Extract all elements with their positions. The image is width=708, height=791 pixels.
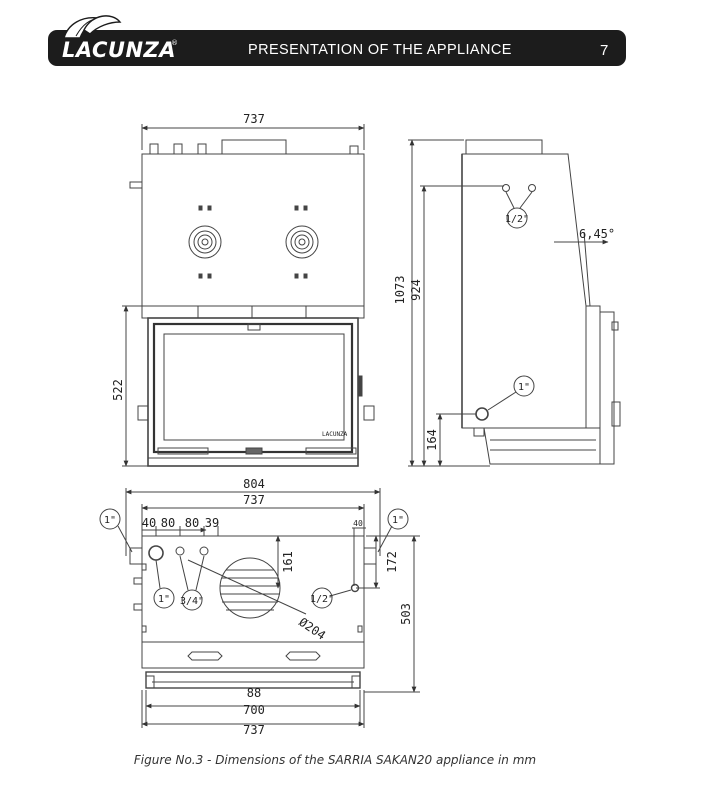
- front-view: [122, 124, 375, 467]
- connection-left-label: 1": [104, 515, 116, 526]
- side-top-connection-label: 1/2": [505, 214, 529, 225]
- header-bar: [48, 30, 626, 66]
- top-width-total-label: 804: [243, 477, 265, 491]
- pipe-1-label: 1": [158, 594, 170, 605]
- top-view: [99, 488, 420, 728]
- connection-right-label: 1": [392, 515, 404, 526]
- door-brand-mark: LACUNZA: [322, 431, 348, 438]
- side-bottom-connection-label: 1": [518, 382, 530, 393]
- leaf-logo-icon: [63, 15, 122, 39]
- dim-161-label: 161: [281, 551, 295, 573]
- dim-40-right-label: 40: [353, 519, 363, 528]
- page-number: 7: [600, 42, 609, 59]
- top-depth-label: 503: [399, 603, 413, 625]
- registered-mark: ®: [171, 39, 178, 47]
- figure-caption: Figure No.3 - Dimensions of the SARRIA S…: [133, 753, 537, 767]
- spacing-label-2: 80: [161, 516, 175, 530]
- dim-172-label: 172: [385, 551, 399, 573]
- dim-700-label: 700: [243, 703, 265, 717]
- spacing-label-4: 39: [205, 516, 219, 530]
- spacing-label-3: 80: [185, 516, 199, 530]
- front-width-label: 737: [243, 112, 265, 126]
- side-height-total-label: 1073: [393, 276, 407, 305]
- side-bottom-height-label: 164: [425, 429, 439, 451]
- brand-logo-text: LACUNZA: [62, 38, 177, 62]
- spacing-label-1: 40: [142, 516, 156, 530]
- front-height-label: 522: [111, 379, 125, 401]
- pipe-1-2-label: 1/2": [310, 594, 334, 605]
- side-angle-label: 6,45°: [579, 227, 615, 241]
- dim-737-bottom-label: 737: [243, 723, 265, 737]
- side-view: [408, 139, 621, 467]
- page-title: PRESENTATION OF THE APPLIANCE: [248, 42, 512, 58]
- side-height-inner-label: 924: [409, 279, 423, 301]
- pipe-3-4-label: 3/4": [180, 596, 204, 607]
- dim-88-label: 88: [247, 686, 261, 700]
- top-width-body-label: 737: [243, 493, 265, 507]
